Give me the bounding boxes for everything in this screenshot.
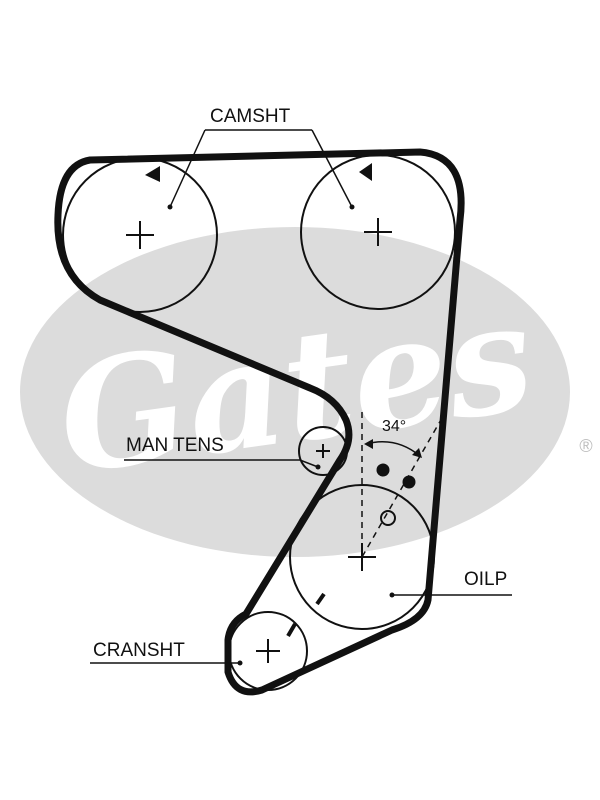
- timing-dot-1: [376, 463, 390, 477]
- oil-pump-timing-dash: [315, 592, 326, 606]
- camshaft-leader-right-dot: [349, 204, 355, 210]
- angled-reference-line: [361, 417, 443, 558]
- left-cam-timing-mark: [145, 166, 160, 182]
- tensioner-circle: [298, 426, 348, 476]
- timing-dot-2: [402, 475, 416, 489]
- oil-pump-timing-hole: [380, 510, 396, 526]
- crankshaft-timing-dash: [286, 622, 297, 638]
- crankshaft-center-mark: [256, 639, 280, 663]
- camshaft-leader-right: [311, 129, 353, 208]
- angle-arrow-left: [364, 439, 373, 449]
- angle-marking: 34°: [361, 412, 443, 560]
- right-cam-circle: [300, 154, 456, 310]
- camshaft-leader-left: [169, 129, 206, 208]
- oil-pump-leader-dot: [389, 592, 395, 598]
- left-cam-circle: [62, 157, 218, 313]
- left-camshaft-pulley: [62, 157, 218, 313]
- tensioner-center-mark: [316, 444, 330, 458]
- right-camshaft-pulley: [300, 154, 456, 310]
- oil-pump-label: OILP: [464, 569, 507, 590]
- right-cam-timing-mark: [359, 163, 372, 181]
- left-cam-center-mark: [126, 221, 154, 249]
- oil-pump-pulley: OILP: [289, 484, 512, 630]
- right-cam-center-mark: [364, 218, 392, 246]
- crankshaft-pulley: CRANSHT: [90, 611, 308, 691]
- camshaft-leader-left-dot: [167, 204, 173, 210]
- man-tens-leader-dot: [315, 464, 321, 470]
- camshaft-label: CAMSHT: [210, 106, 291, 127]
- angle-arrow-right: [412, 448, 422, 458]
- angle-label: 34°: [382, 418, 406, 435]
- oil-pump-circle: [289, 484, 435, 630]
- crankshaft-leader-dot: [237, 660, 243, 666]
- timing-belt: [54, 148, 465, 696]
- manual-tensioner: MAN TENS: [124, 426, 348, 476]
- gates-watermark: Gates ®: [20, 227, 593, 557]
- camshaft-callout: CAMSHT: [167, 106, 355, 210]
- man-tens-label: MAN TENS: [126, 435, 224, 456]
- crankshaft-label: CRANSHT: [93, 640, 185, 661]
- man-tens-leader: [124, 459, 319, 468]
- registered-mark: ®: [579, 436, 592, 456]
- crankshaft-circle: [228, 611, 308, 691]
